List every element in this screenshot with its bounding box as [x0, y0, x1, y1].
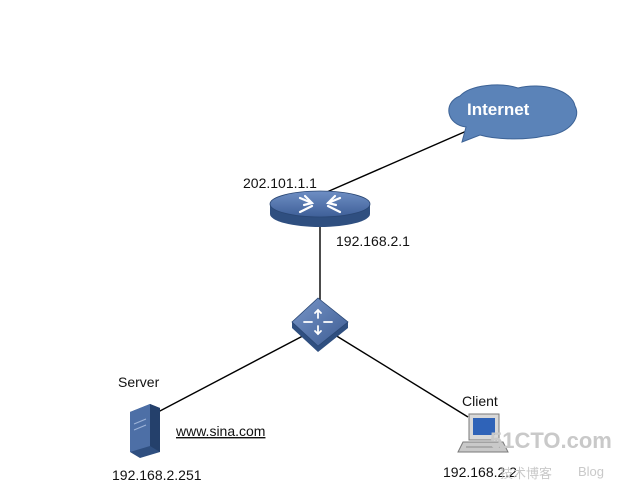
server-hostname: www.sina.com	[175, 423, 265, 439]
server-ip: 192.168.2.251	[112, 467, 202, 483]
client-title: Client	[462, 393, 498, 409]
router-wan-ip: 202.101.1.1	[243, 175, 317, 191]
watermark-sub-cn: 技术博客	[500, 466, 552, 481]
router-lan-ip: 192.168.2.1	[336, 233, 410, 249]
client-computer-icon	[457, 413, 509, 453]
link-switch-server	[157, 327, 319, 413]
server-title: Server	[118, 374, 160, 390]
internet-label: Internet	[467, 100, 530, 119]
watermark-sub-en: Blog	[578, 464, 604, 479]
client-ip: 192.168.2.2	[443, 464, 517, 480]
watermark-brand: 51CTO.com	[490, 428, 612, 453]
link-switch-client	[334, 334, 469, 418]
router-icon	[269, 190, 371, 227]
switch-icon	[291, 297, 349, 352]
watermark-logo: 51CTO.com 技术博客 Blog	[490, 428, 612, 481]
link-router-internet	[319, 125, 479, 196]
internet-cloud-icon: Internet	[448, 84, 578, 143]
server-icon	[130, 404, 160, 458]
